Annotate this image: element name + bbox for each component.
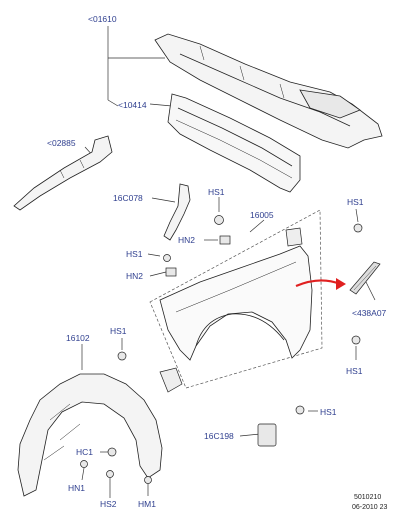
fastener-hc1 (107, 447, 117, 457)
label-hn1[interactable]: HN1 (68, 483, 86, 493)
fastener-hs1-e (351, 335, 361, 345)
label-hs1-d[interactable]: HS1 (110, 326, 127, 336)
moulding-438A07 (349, 261, 381, 295)
label-16C198[interactable]: 16C198 (204, 431, 234, 441)
diagram-ref-number: 5010210 (354, 494, 382, 501)
label-hc1[interactable]: HC1 (76, 447, 94, 457)
leader-16C078 (151, 197, 176, 203)
label-hs1-b[interactable]: HS1 (126, 249, 143, 259)
cowl-panel (167, 93, 301, 193)
cowl-top-panel (154, 33, 383, 149)
label-438A07[interactable]: <438A07 (352, 308, 387, 318)
leader-16005 (249, 219, 265, 233)
fastener-hs1-d (117, 351, 127, 361)
fastener-hn1 (80, 460, 88, 468)
label-16C078[interactable]: 16C078 (113, 193, 143, 203)
red-arrow-head (336, 278, 346, 290)
fastener-hm1 (144, 476, 152, 484)
label-hn2-a[interactable]: HN2 (178, 235, 196, 245)
wheel-arch-liner (17, 373, 163, 497)
fastener-hs1-b (163, 254, 171, 262)
front-fender (159, 245, 313, 361)
label-16005[interactable]: 16005 (250, 210, 274, 220)
label-02885[interactable]: <02885 (47, 138, 76, 148)
label-hs1-f[interactable]: HS1 (320, 407, 337, 417)
diagram-date: 06-2010 23 (352, 504, 388, 511)
label-hs1-c[interactable]: HS1 (347, 197, 364, 207)
fastener-hs1-c (353, 223, 363, 233)
label-10414[interactable]: <10414 (118, 100, 147, 110)
fastener-hs2 (106, 470, 114, 478)
fastener-hs1-a (214, 215, 224, 225)
label-16102[interactable]: 16102 (66, 333, 90, 343)
clip-16C198 (257, 423, 277, 447)
bracket-16C078 (163, 183, 191, 241)
fasteners (80, 215, 363, 484)
label-hm1[interactable]: HM1 (138, 499, 156, 509)
fastener-hs1-f (295, 405, 305, 415)
fender-bracket (159, 227, 303, 393)
fastener-hn2-b (165, 267, 177, 277)
fastener-hn2-a (219, 235, 231, 245)
label-01610[interactable]: <01610 (88, 14, 117, 24)
label-hs1-e[interactable]: HS1 (346, 366, 363, 376)
label-hn2-b[interactable]: HN2 (126, 271, 144, 281)
label-hs2[interactable]: HS2 (100, 499, 117, 509)
label-hs1-a[interactable]: HS1 (208, 187, 225, 197)
leader-10414 (149, 103, 173, 107)
bracket-02885 (13, 135, 113, 211)
